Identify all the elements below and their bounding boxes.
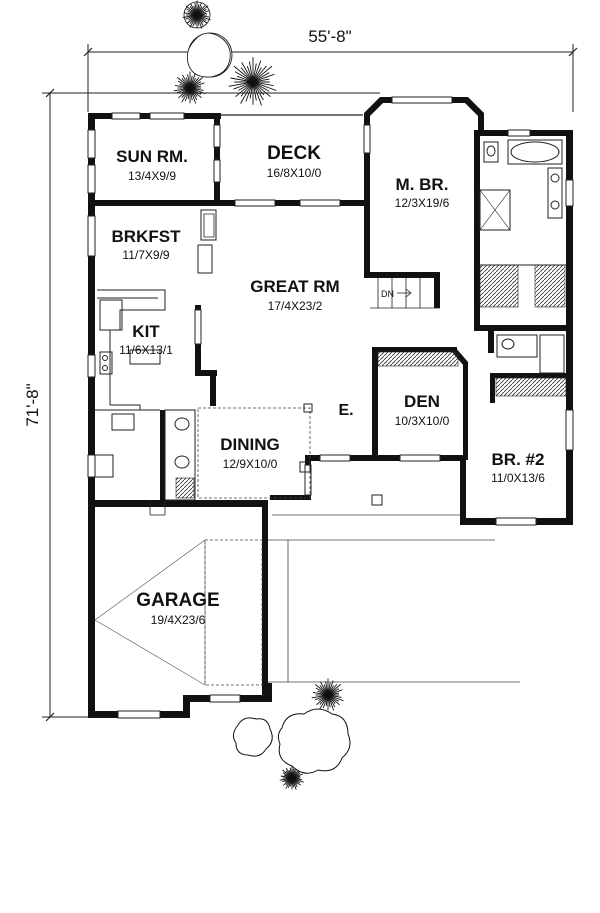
shrub-icon (279, 765, 304, 790)
bedroom-2-size: 11/0X13/6 (491, 471, 545, 485)
master-bedroom-size: 12/3X19/6 (395, 196, 450, 210)
shrub-icon (228, 57, 277, 106)
stair-label: DN (381, 289, 394, 299)
interior-details: DN (94, 139, 567, 686)
breakfast-size: 11/7X9/9 (122, 248, 169, 262)
breakfast-name: BRKFST (112, 227, 182, 246)
depth-dimension-label: 71'-8" (23, 383, 42, 426)
den-name: DEN (404, 392, 440, 411)
dining-name: DINING (220, 435, 280, 454)
kitchen-name: KIT (132, 322, 160, 341)
dining-size: 12/9X10/0 (223, 457, 278, 471)
width-dimension-line (83, 44, 578, 112)
shrub-icon (173, 0, 344, 790)
garage-name: GARAGE (136, 590, 219, 611)
tree-icon (183, 1, 233, 78)
great-room-size: 17/4X23/2 (268, 299, 323, 313)
great-room-name: GREAT RM (250, 277, 339, 296)
bedroom-2-name: BR. #2 (492, 450, 545, 469)
deck-size: 16/8X10/0 (267, 166, 322, 180)
garage-size: 19/4X23/6 (151, 613, 206, 627)
room-labels: SUN RM. 13/4X9/9 DECK 16/8X10/0 M. BR. 1… (112, 143, 546, 627)
kitchen-size: 11/6X13/1 (119, 343, 173, 357)
den-size: 10/3X10/0 (395, 414, 450, 428)
shrub-icon (173, 71, 206, 104)
entry-name: E. (338, 402, 353, 419)
width-dimension-label: 55'-8" (308, 27, 351, 46)
stair (370, 278, 440, 309)
shrub-icon (311, 678, 344, 711)
shrub-icon (182, 0, 211, 29)
sun-room-name: SUN RM. (116, 147, 188, 166)
sun-room-size: 13/4X9/9 (128, 169, 176, 183)
master-bedroom-name: M. BR. (396, 175, 449, 194)
tree-icon (232, 708, 351, 774)
depth-dimension-line (42, 88, 380, 722)
deck-name: DECK (267, 143, 321, 164)
windows (87, 96, 574, 719)
